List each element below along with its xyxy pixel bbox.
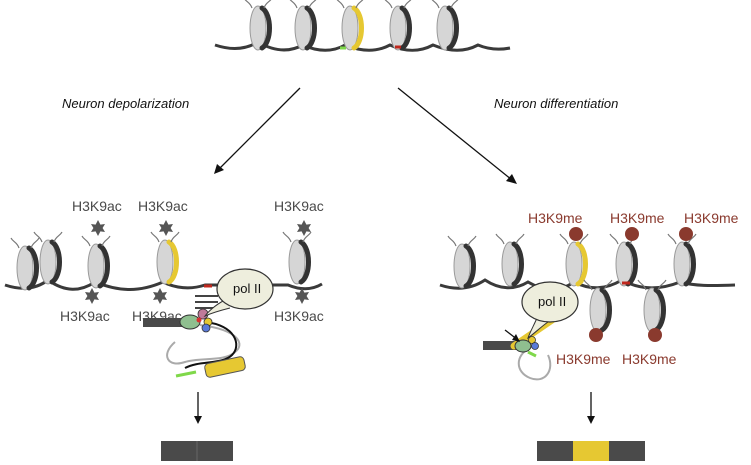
arrowhead-down-right [587,416,595,424]
green-marker [527,350,537,358]
pointer-arrowhead [512,334,520,342]
methyl-dot [648,328,662,342]
complex-subunit [201,323,211,333]
transcript-included [537,441,645,461]
label-h3k9ac: H3K9ac [274,308,324,324]
exon-cassette [204,356,246,378]
label-h3k9ac: H3K9ac [274,198,324,214]
label-neuron-depolarization: Neuron depolarization [62,96,190,111]
nucleosome-highlighted [336,0,364,50]
dna-loop [517,347,552,381]
arrowhead-left [214,164,224,174]
pol-ii-bubble-tail [203,299,231,318]
acetyl-star [91,220,105,236]
acetyl-star [85,288,99,304]
branch-arrows [214,87,517,184]
nucleosome [11,238,39,290]
label-neuron-differentiation: Neuron differentiation [494,96,619,111]
complex-subunit [531,342,539,350]
arrow-left [217,87,301,171]
label-h3k9ac: H3K9ac [138,198,188,214]
exon-block [537,441,573,461]
left-chromatin [4,220,323,378]
methyl-dot [569,227,583,241]
pol-ii-bubble [521,281,579,323]
nucleosome [610,234,638,286]
nucleosome [82,236,110,288]
methyl-dot [625,227,639,241]
label-pol-ii: pol II [538,294,567,309]
arrow-right [397,87,513,181]
complex-subunit [514,339,532,353]
acetyl-star [295,288,309,304]
exon-block [609,441,645,461]
label-pol-ii: pol II [233,281,262,296]
acetyl-star [153,288,167,304]
complex-subunit [179,314,201,330]
nucleosome [283,232,311,284]
label-h3k9ac: H3K9ac [60,308,110,324]
label-h3k9me: H3K9me [556,351,611,367]
acetyl-star [159,220,173,236]
gene-block [483,341,523,350]
nucleosome [289,0,317,50]
methyl-dot [679,227,693,241]
exon-block-included [573,441,609,461]
acetyl-star [297,220,311,236]
right-chromatin [439,227,736,381]
transcript-skipped [161,441,233,461]
top-chromatin [214,0,511,50]
nucleosome [668,234,696,286]
nucleosome [384,0,412,50]
arrowhead-down-left [194,416,202,424]
exon-block [161,441,197,461]
nucleosome-highlighted [151,232,179,284]
nucleosome [244,0,272,50]
exon-block [197,441,233,461]
nucleosome [448,236,476,288]
complex-subunit [196,317,202,323]
green-marker [175,370,197,378]
nucleosome-highlighted [560,234,588,286]
label-h3k9me: H3K9me [684,210,739,226]
nucleosome [496,234,524,286]
transcript-loop [184,321,238,369]
arrowhead-right [506,174,517,184]
gene-block [143,318,183,327]
nucleosome [431,0,459,50]
outcome-arrows [194,392,595,424]
complex-subunit [528,336,536,344]
pol-ii-bubble [216,268,274,310]
label-h3k9me: H3K9me [528,210,583,226]
label-h3k9me: H3K9me [610,210,665,226]
label-h3k9ac: H3K9ac [132,308,182,324]
pol-ii-bubble-tail [527,317,549,340]
label-h3k9ac: H3K9ac [72,198,122,214]
methyl-dot [589,328,603,342]
label-h3k9me: H3K9me [622,351,677,367]
